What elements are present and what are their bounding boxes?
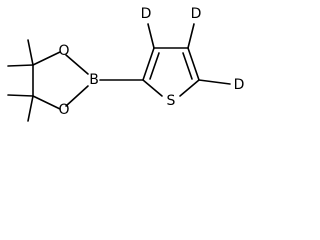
structure-canvas: O O B S D D D (7, 6, 245, 122)
bond-c2-c3 (142, 47, 155, 81)
bond-o-top-b (65, 54, 89, 75)
bond-c2-methyl-bottom (27, 95, 34, 122)
bond-c1-methyl-top (27, 39, 34, 66)
bond-c4-c5 (187, 47, 200, 81)
bond-c1-methyl-left (7, 64, 34, 67)
bond-c1-o-top (32, 51, 61, 66)
bond-s-c2 (142, 79, 163, 97)
atom-sulfur: S (167, 93, 176, 109)
bond-c2-methyl-left (7, 94, 34, 97)
atom-oxygen-top: O (58, 43, 69, 59)
atom-deuterium-c5: D (234, 77, 245, 93)
molecule-structure: O O B S D D D (7, 6, 245, 122)
atom-boron: B (89, 72, 99, 88)
bond-c3-d (147, 23, 155, 49)
atom-deuterium-c3: D (141, 6, 152, 22)
bond-c2-c3-double (149, 52, 160, 80)
atom-deuterium-c4: D (191, 6, 202, 22)
bond-c4-d (187, 23, 195, 49)
bond-c2-o-bottom (32, 95, 61, 110)
bond-c4-c5-double (182, 52, 193, 80)
bond-o-bottom-b (65, 85, 89, 107)
atom-oxygen-bottom: O (58, 102, 69, 118)
bond-c5-d (198, 79, 231, 85)
bond-c5-s (179, 79, 200, 97)
